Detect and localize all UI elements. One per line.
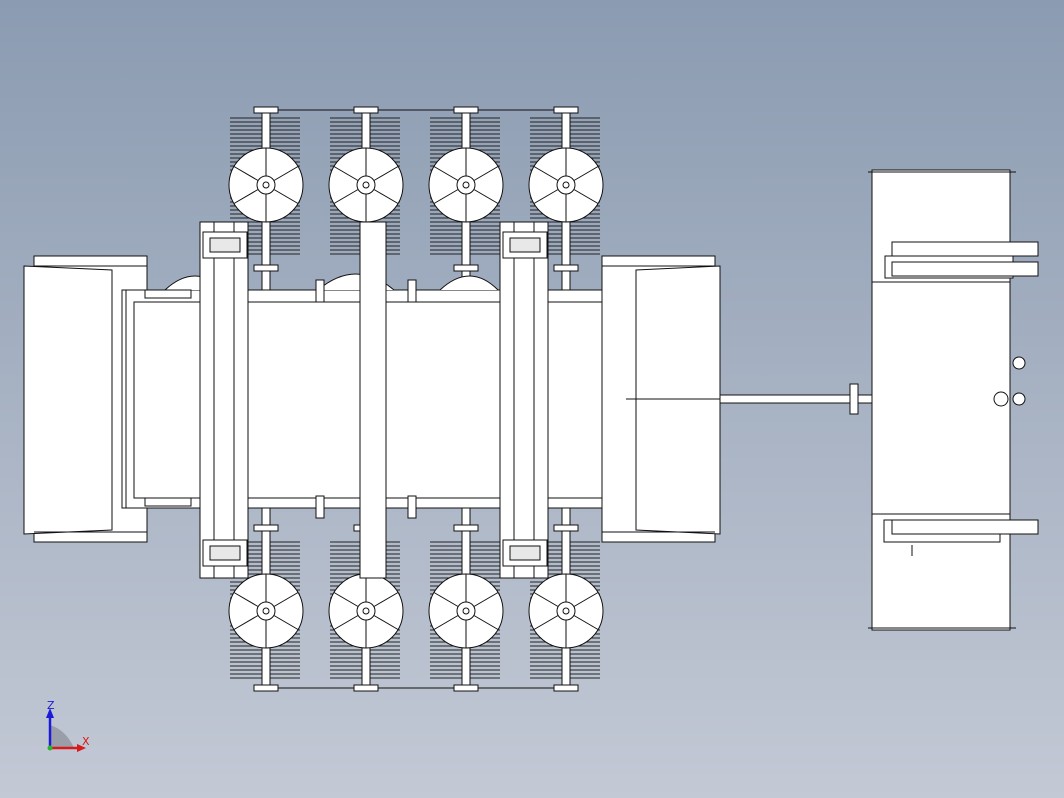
control-unit [868, 169, 1039, 631]
x-axis-label: X [82, 735, 90, 748]
z-axis-label: Z [47, 699, 55, 712]
frame-beams [199, 221, 549, 579]
top-header-pipe [262, 109, 570, 689]
clamp-blocks [202, 231, 548, 567]
transformer-assembly [23, 106, 1039, 692]
coordinate-triad [46, 708, 86, 752]
